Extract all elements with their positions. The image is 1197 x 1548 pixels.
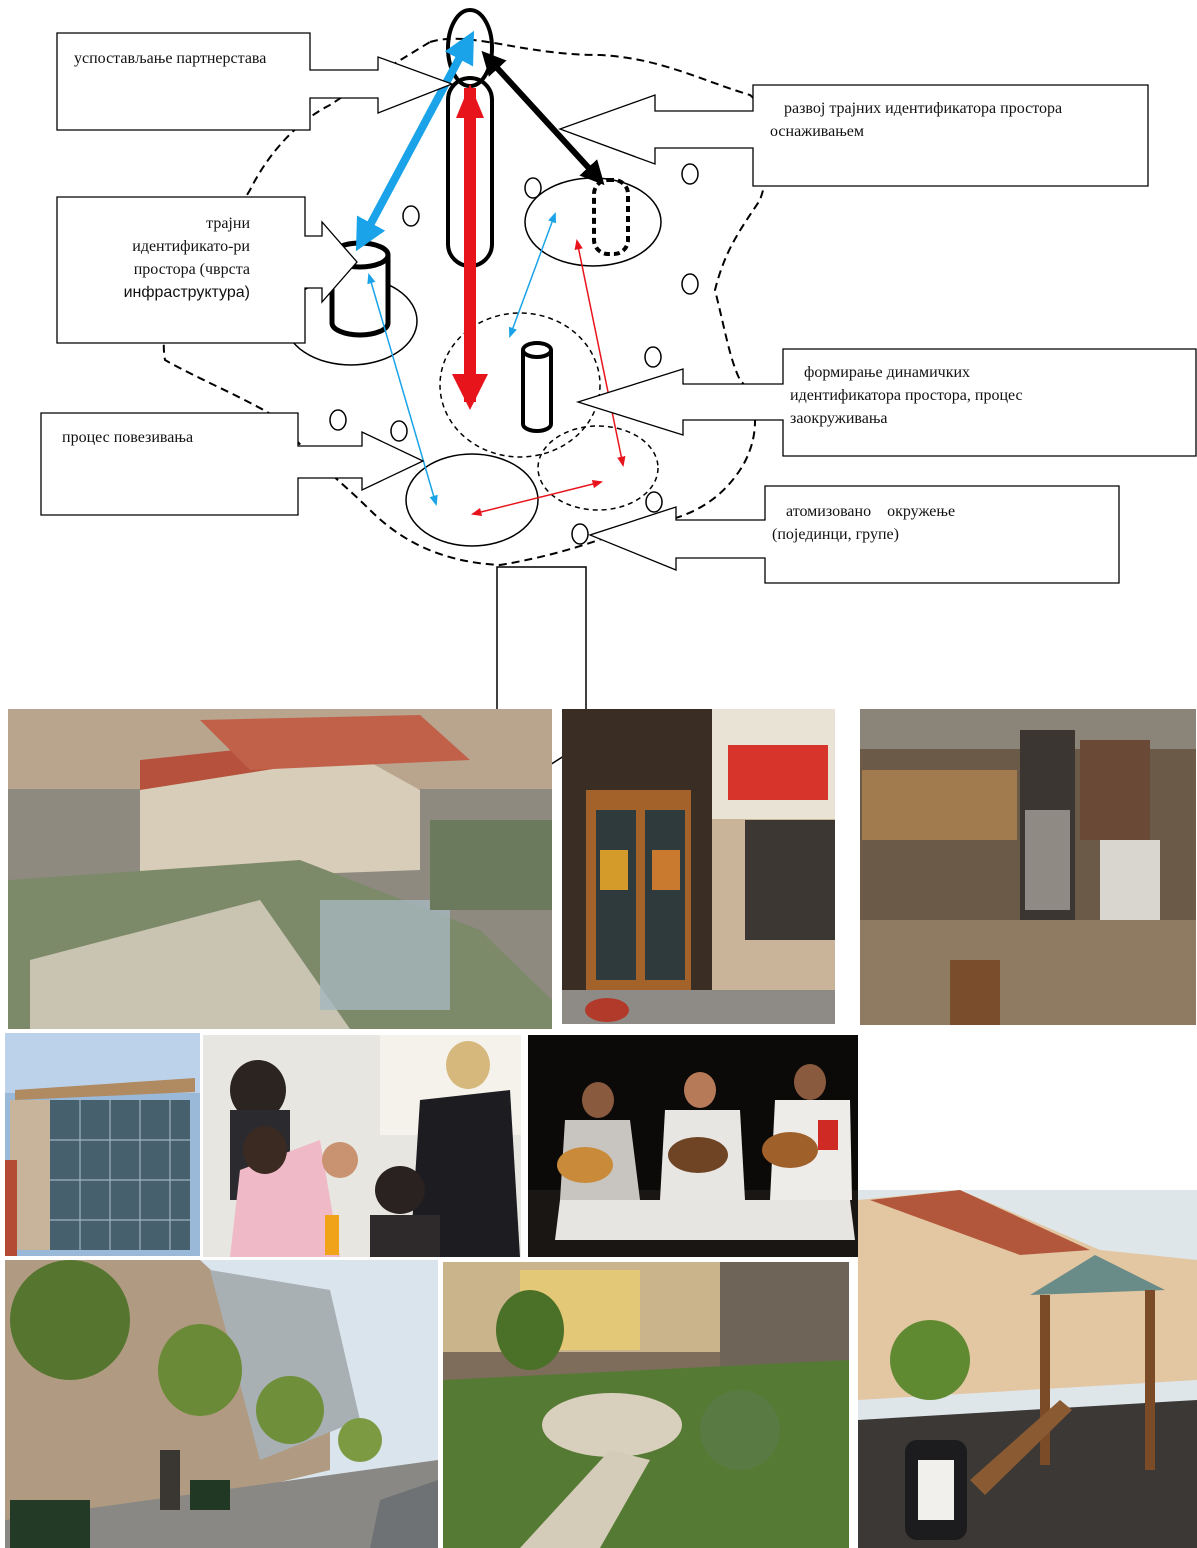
connecting-label: процес повезивања [62, 429, 194, 446]
kitchen-interior-photo [860, 709, 1196, 1025]
red-arrow-head-bottom [452, 374, 488, 410]
partnerships-callout [56, 32, 454, 131]
atomized-line-2: (појединци, групе) [772, 526, 899, 543]
atomized-label: атомизовано окружење (појединци, групе) [772, 500, 1112, 546]
playground-photo [858, 1190, 1197, 1548]
dynamic-line-1: формирање динамичких [804, 364, 971, 381]
development-label: развој трајних идентификатора простора о… [770, 100, 1063, 140]
dynamic-line-3: заокруживања [790, 410, 888, 427]
red-link-bottom [470, 479, 604, 517]
blue-link-lower [367, 272, 438, 507]
dynamic-area-2 [537, 425, 659, 511]
future-identifier [592, 178, 630, 256]
partnership-empowerment-arrow [481, 50, 605, 186]
dynamic-label: формирање динамичких идентификатора прос… [790, 361, 1180, 430]
musicians-photo [528, 1035, 858, 1257]
red-arrow-head-top [456, 84, 484, 118]
development-callout [558, 84, 1149, 187]
dynamic-callout [575, 348, 1197, 457]
durable-identifiers-line-1: трајни [206, 215, 250, 232]
durable-identifiers-label: трајни идентификато-ри простора (чврста … [70, 212, 250, 304]
tree-lined-street-photo [5, 1260, 438, 1548]
glass-building-photo [5, 1033, 200, 1256]
durable-identifiers-line-2: идентификато-ри [132, 238, 250, 255]
rooftop-garden-photo [8, 709, 552, 1029]
connecting-callout [40, 412, 425, 516]
red-link-right [574, 238, 626, 468]
durable-identifiers-line-3: простора (чврста [133, 261, 250, 278]
partnerships-label: успостављање партнерстава [74, 50, 267, 67]
durable-identifiers-line-4: инфраструктура) [123, 284, 250, 301]
shop-entrance-photo [562, 709, 835, 1024]
atomized-line-1: атомизовано окружење [786, 503, 956, 520]
durable-identifiers-callout [56, 196, 358, 344]
blue-link-upper [508, 212, 557, 338]
children-activity-photo [203, 1035, 521, 1257]
courtyard-garden-photo [443, 1262, 849, 1548]
atomized-individuals [329, 163, 699, 545]
atomized-callout [588, 485, 1120, 584]
dynamic-cylinder [521, 341, 553, 433]
dynamic-line-2: идентификатора простора, процес [790, 387, 1023, 404]
partnership-infrastructure-arrow [355, 30, 475, 252]
